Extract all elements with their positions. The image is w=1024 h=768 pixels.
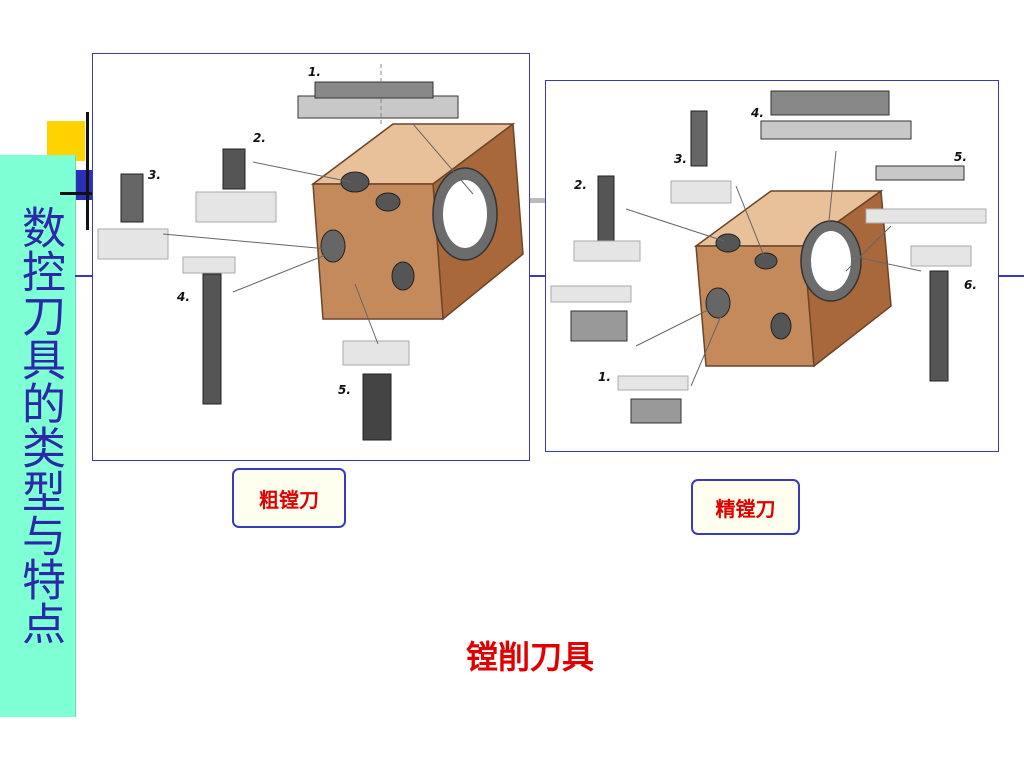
label-5: 5. xyxy=(338,383,351,397)
slide-subtitle: 镗削刀具 xyxy=(465,638,594,676)
side-title: 数控刀具的类型与特点 xyxy=(14,205,65,645)
label-1: 1. xyxy=(598,370,611,384)
label-5: 5. xyxy=(954,150,967,164)
fine-tool-4 xyxy=(760,90,912,140)
workpiece-block xyxy=(693,189,892,368)
fine-boring-illustration: 4. 3. 2. 5. 6. 1. xyxy=(545,80,999,452)
decor-horizontal-line xyxy=(60,192,96,195)
caption-rough-boring: 粗镗刀 xyxy=(232,468,346,528)
fine-boring-diagram: 4. 3. 2. 5. 6. 1. xyxy=(550,90,987,424)
rough-tool-1 xyxy=(297,64,459,124)
label-2: 2. xyxy=(574,178,587,192)
label-3: 3. xyxy=(148,168,161,182)
decor-yellow-square xyxy=(47,121,85,161)
rough-tool-2 xyxy=(195,148,277,223)
side-title-bar xyxy=(0,155,76,717)
caption-fine-boring: 精镗刀 xyxy=(691,479,800,535)
workpiece-block xyxy=(310,122,524,321)
rough-tool-4 xyxy=(182,256,236,405)
label-6: 6. xyxy=(964,278,977,292)
label-2: 2. xyxy=(253,131,266,145)
leader-lines xyxy=(625,150,922,387)
rough-tool-5 xyxy=(342,340,410,441)
fine-tool-3 xyxy=(670,110,732,204)
rough-tool-3 xyxy=(97,173,169,260)
guide-connector xyxy=(529,198,547,203)
fine-tool-1 xyxy=(550,285,689,424)
label-1: 1. xyxy=(308,65,321,79)
label-4: 4. xyxy=(750,106,764,120)
label-4: 4. xyxy=(176,290,190,304)
decor-vertical-line xyxy=(86,112,89,230)
fine-tool-2 xyxy=(573,175,641,262)
leader-lines xyxy=(162,123,474,345)
fine-tool-5 xyxy=(865,165,987,224)
fine-tool-6 xyxy=(910,245,972,382)
rough-boring-diagram: 1. 2. 3. 4. 5. xyxy=(97,64,524,441)
rough-boring-illustration: 1. 2. 3. 4. 5. xyxy=(92,53,530,461)
label-3: 3. xyxy=(674,152,687,166)
